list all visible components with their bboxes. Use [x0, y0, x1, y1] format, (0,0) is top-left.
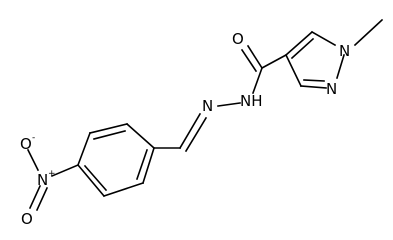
pyrazole-n1-label: N — [339, 42, 350, 60]
bond-c4-carbonyl — [260, 53, 288, 70]
bond-n2-c3-inner — [303, 79, 325, 82]
carbonyl-oxygen-label: O — [232, 30, 244, 48]
bond-b6-b1 — [141, 146, 156, 185]
bond-c4-c5-inner — [290, 37, 315, 60]
bond-b5-b6 — [102, 181, 145, 198]
bond-n1-n2 — [336, 54, 345, 79]
bond-ring-nitro — [50, 163, 80, 178]
nitro-group — [26, 148, 80, 212]
bond-nitro-o-lower — [28, 184, 42, 210]
nitro-n-charge: + — [48, 169, 56, 179]
bond-carbonyl-oxygen-double — [240, 48, 258, 73]
bond-n-ch-double — [184, 116, 208, 153]
atom-labels: O NH N N N N + O - O — [20, 30, 350, 228]
nitro-o-upper-label: O — [20, 135, 32, 153]
bond-b6-b1-inner — [135, 148, 149, 181]
bond-carbonyl-nh — [251, 66, 264, 95]
bond-c4-c5 — [284, 30, 314, 57]
pyrazole-ring — [284, 18, 384, 89]
molecule-drawing: O NH N N N N + O - O — [20, 18, 384, 228]
bond-b4-b5 — [76, 163, 106, 198]
bond-carbonyl-oxygen — [246, 44, 264, 70]
bond-b2-b3 — [89, 123, 128, 134]
bond-n1-methyl — [353, 18, 384, 47]
nitro-o-upper-charge: - — [32, 133, 35, 143]
imine-n-label: N — [202, 97, 213, 115]
bond-b3-b4 — [76, 131, 92, 167]
bond-b1-b2 — [125, 122, 156, 150]
benzene-ring — [76, 122, 156, 198]
bond-n2-c3 — [300, 85, 327, 89]
hydrazone-group — [153, 112, 208, 153]
amide-nh-label: NH — [240, 92, 263, 110]
nitro-o-lower-label: O — [21, 210, 33, 228]
bond-nitro-o-upper — [26, 148, 40, 172]
bond-b4-b5-inner — [83, 164, 108, 192]
amide-group — [217, 44, 288, 107]
nitro-n-label: N — [37, 171, 48, 189]
bond-c5-n1 — [310, 30, 337, 47]
pyrazole-n2-label: N — [326, 80, 337, 98]
bond-b2-b3-inner — [93, 130, 126, 140]
bond-c3-c4 — [284, 53, 303, 88]
bond-nitro-o-lower-double — [35, 186, 49, 212]
bond-nh-n — [217, 102, 241, 107]
bond-n-ch — [178, 112, 202, 150]
structure-canvas: O NH N N N N + O - O — [20, 18, 384, 228]
